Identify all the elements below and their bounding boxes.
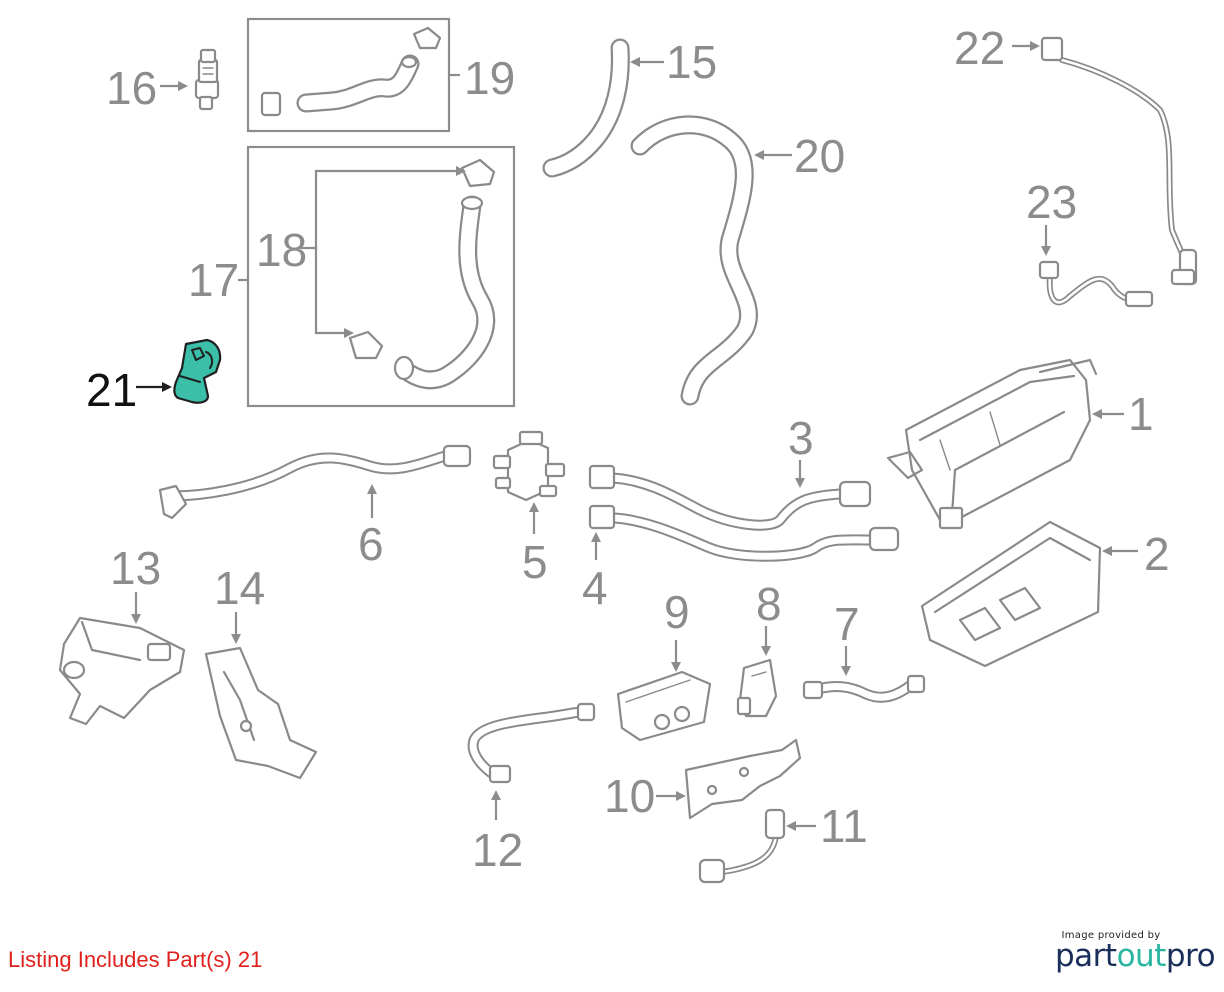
callout-22: 22 [954,22,1005,74]
callout-14: 14 [214,562,265,614]
brand-pro: pro [1165,938,1216,974]
part-4-tube [588,504,900,562]
part-5-valve [492,430,566,502]
callout-2: 2 [1144,528,1170,580]
part-15-hose [542,38,630,178]
group-box-17 [246,145,516,408]
callout-3: 3 [788,412,814,464]
part-8-sensor [736,658,778,718]
callout-7: 7 [834,598,860,650]
part-1-canister [886,358,1098,530]
callout-23: 23 [1026,176,1077,228]
listing-includes-text: Listing Includes Part(s) 21 [8,947,263,972]
brand-part: part [1055,938,1117,974]
image-credit-text: Image provided by [1061,930,1161,941]
part-18-clamps [300,158,496,360]
callout-13: 13 [110,542,161,594]
brand-out: out [1116,938,1167,974]
partoutpro-logo: partoutpro [1055,938,1216,974]
part-6-tube [158,444,472,520]
part-22-oxygen-sensor [1040,36,1198,286]
callout-15: 15 [666,36,717,88]
callout-9: 9 [664,586,690,638]
callout-10: 10 [604,770,655,822]
part-16-sensor [194,48,220,111]
part-19-hose [260,26,442,117]
part-13-purge-assembly [58,616,186,726]
callout-12: 12 [472,824,523,876]
callout-21: 21 [86,364,137,416]
part-2-tray [920,520,1102,668]
callout-19: 19 [464,52,515,104]
callout-4: 4 [582,562,608,614]
part-12-tube [467,702,596,784]
callout-20: 20 [794,130,845,182]
part-10-bracket [684,738,802,820]
part-17-hose [393,195,496,390]
callout-16: 16 [106,62,157,114]
part-14-bracket [204,646,318,780]
part-20-hose [630,115,758,406]
callout-11: 11 [820,800,868,852]
callout-18: 18 [256,224,307,276]
part-23-oxygen-sensor [1038,260,1154,308]
part-9-module [616,670,712,742]
callout-6: 6 [358,518,384,570]
part-3-tube [588,464,872,531]
callout-8: 8 [756,578,782,630]
group-box-19 [246,17,451,133]
callout-5: 5 [522,536,548,588]
callout-1: 1 [1128,388,1154,440]
part-7-hose [802,674,926,703]
part-21-highlighted [173,338,222,404]
part-11-sensor [698,808,786,884]
callout-17: 17 [188,254,239,306]
